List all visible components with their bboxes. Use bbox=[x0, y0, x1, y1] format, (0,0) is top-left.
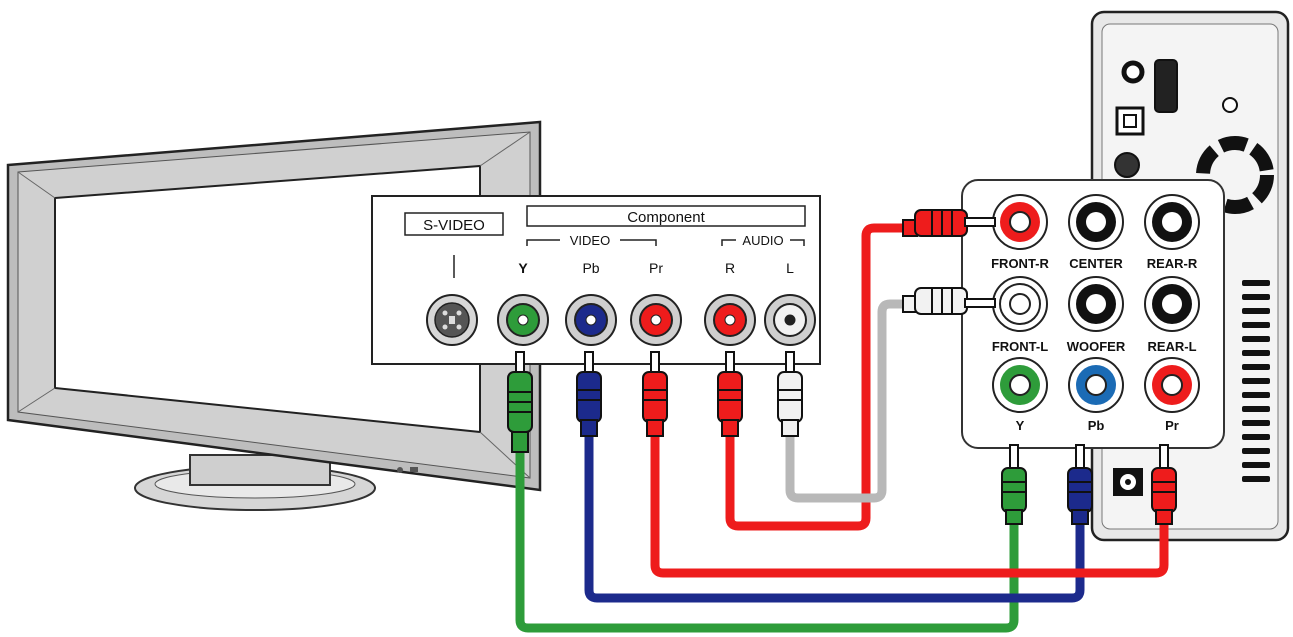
label-pb-tv: Pb bbox=[582, 260, 599, 276]
label-woofer: WOOFER bbox=[1067, 339, 1126, 354]
tv-input-panel: S-VIDEO Component VIDEO AUDIO Y Pb Pr R … bbox=[371, 195, 821, 365]
plug-green-y-tv bbox=[507, 351, 533, 453]
jack-woofer bbox=[1068, 276, 1124, 332]
cable-red-pr bbox=[650, 427, 1169, 578]
label-rear-l: REAR-L bbox=[1147, 339, 1196, 354]
cable-blue-pb bbox=[584, 427, 1085, 603]
jack-rear-l bbox=[1144, 276, 1200, 332]
player-side-plugs bbox=[902, 209, 1177, 525]
label-rear-r: REAR-R bbox=[1147, 256, 1198, 271]
jack-l-tv bbox=[764, 294, 816, 346]
jack-pr-player bbox=[1144, 357, 1200, 413]
plug-red-r-tv bbox=[717, 351, 743, 437]
label-y-tv: Y bbox=[518, 260, 528, 276]
label-pr-tv: Pr bbox=[649, 260, 663, 276]
jack-front-r bbox=[992, 194, 1048, 250]
label-pr-player: Pr bbox=[1165, 418, 1179, 433]
player-output-panel: FRONT-R CENTER REAR-R FRONT-L WOOFER REA… bbox=[961, 179, 1225, 449]
label-center: CENTER bbox=[1069, 256, 1123, 271]
plug-blue-pb-tv bbox=[576, 351, 602, 437]
jack-pb-player bbox=[1068, 357, 1124, 413]
plug-red-pr-player bbox=[1151, 444, 1177, 525]
jack-rear-r bbox=[1144, 194, 1200, 250]
cable-red-r bbox=[725, 223, 910, 531]
svideo-port-player bbox=[1114, 152, 1140, 178]
label-svideo: S-VIDEO bbox=[423, 217, 485, 234]
jack-center bbox=[1068, 194, 1124, 250]
label-front-r: FRONT-R bbox=[991, 256, 1049, 271]
jack-svideo-tv bbox=[426, 294, 478, 346]
cable-white-l bbox=[785, 299, 910, 503]
cable-green-y bbox=[515, 445, 1019, 633]
jack-front-l bbox=[992, 276, 1048, 332]
dc-in-port bbox=[1121, 60, 1145, 84]
cables bbox=[515, 223, 1169, 633]
plug-blue-pb-player bbox=[1067, 444, 1093, 525]
fan-icon bbox=[1196, 136, 1274, 214]
label-front-l: FRONT-L bbox=[992, 339, 1048, 354]
label-pb-player: Pb bbox=[1088, 418, 1105, 433]
jack-pr-tv bbox=[630, 294, 682, 346]
plug-red-front-r bbox=[902, 209, 996, 237]
plug-white-front-l bbox=[902, 287, 996, 315]
plug-red-pr-tv bbox=[642, 351, 668, 437]
label-y-player: Y bbox=[1016, 418, 1025, 433]
jack-pb-tv bbox=[565, 294, 617, 346]
label-audio: AUDIO bbox=[742, 233, 783, 248]
label-r-tv: R bbox=[725, 260, 735, 276]
label-video: VIDEO bbox=[570, 233, 610, 248]
jack-r-tv bbox=[704, 294, 756, 346]
d-sub-port bbox=[1154, 59, 1178, 113]
plug-green-y-player bbox=[1001, 444, 1027, 525]
jack-y-tv bbox=[497, 294, 549, 346]
vent-slots bbox=[1242, 280, 1270, 482]
label-l-tv: L bbox=[786, 260, 794, 276]
label-component: Component bbox=[627, 209, 705, 226]
jack-y-player bbox=[992, 357, 1048, 413]
tv-side-plugs bbox=[507, 351, 803, 453]
plug-white-l-tv bbox=[777, 351, 803, 437]
